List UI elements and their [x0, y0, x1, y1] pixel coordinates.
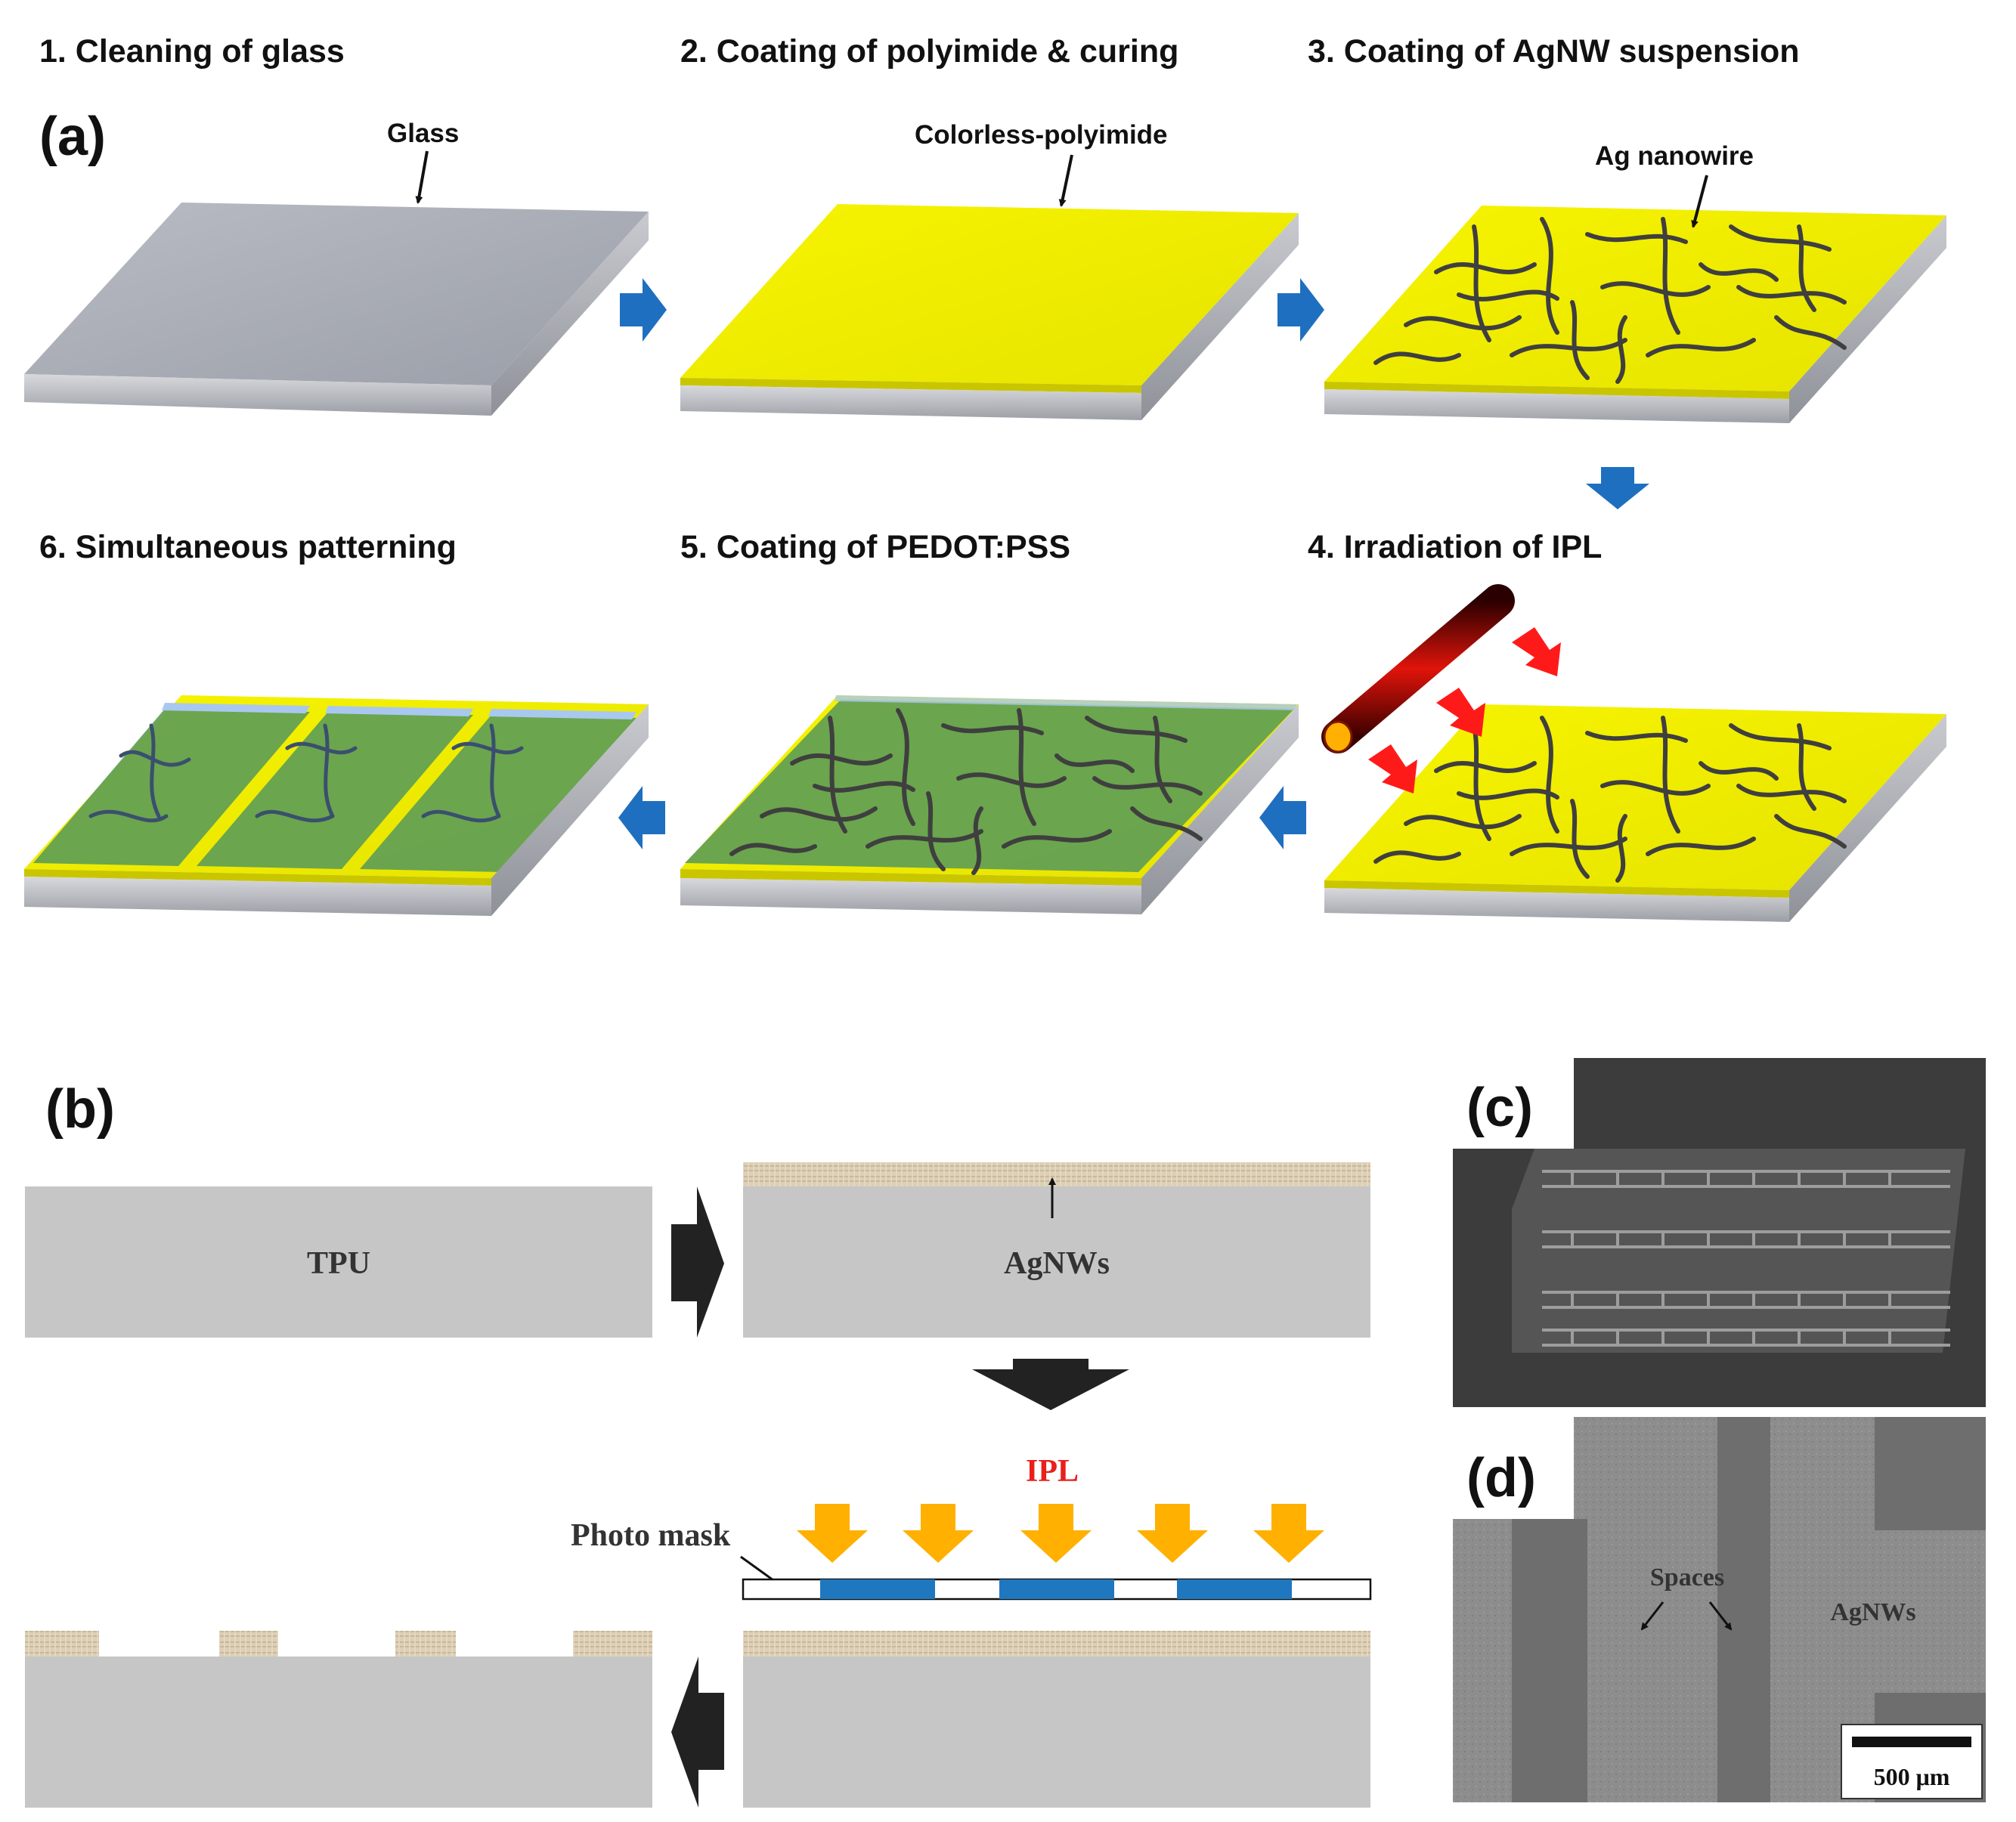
spaces-pointer: [1640, 1601, 1665, 1631]
spaces-label: Spaces: [1650, 1564, 1724, 1592]
ipl-arrows: [797, 1504, 1324, 1563]
tpu-substrate: [743, 1186, 1370, 1338]
photomask-label: Photo mask: [571, 1518, 731, 1553]
nanowire-callout-arrow: [1691, 175, 1708, 228]
polyimide-callout: Colorless-polyimide: [915, 120, 1168, 150]
step-6-title: 6. Simultaneous patterning: [39, 529, 457, 565]
tpu-substrate: [25, 1657, 652, 1808]
panel-b: (b) TPU AgNWs IPL Photo mask: [25, 1079, 1372, 1808]
agnw-slab: [1324, 206, 1946, 423]
flow-arrow-left: [671, 1657, 724, 1808]
photomask: [742, 1578, 1372, 1601]
flow-arrow-right: [671, 1186, 724, 1338]
flow-arrow-5-6: [618, 786, 665, 849]
ipl-red-arrows: [1368, 627, 1561, 793]
sem-agnws-label: AgNWs: [1830, 1598, 1915, 1626]
step-2-title: 2. Coating of polyimide & curing: [680, 33, 1178, 70]
nanowire-network: [1373, 217, 1847, 384]
ipl-arrow: [903, 1504, 974, 1563]
pattern-stripe: [360, 715, 636, 872]
panel-b-letter: (b): [45, 1079, 115, 1140]
flow-arrow-2-3: [1277, 278, 1324, 342]
step-3-title: 3. Coating of AgNW suspension: [1308, 33, 1800, 70]
flow-arrow-down: [972, 1359, 1129, 1410]
nanowire-callout: Ag nanowire: [1595, 141, 1754, 171]
patterned-slab: [24, 695, 649, 916]
panel-c-letter: (c): [1466, 1078, 1533, 1138]
agnw-layer: [743, 1631, 1370, 1657]
agnw-pattern: [573, 1631, 652, 1657]
sensor-array: [1512, 1149, 1965, 1353]
tpu-label: TPU: [307, 1246, 370, 1281]
step-5-title: 5. Coating of PEDOT:PSS: [680, 529, 1070, 565]
ipl-slab: [1324, 704, 1946, 922]
electrode-pattern: [1542, 1170, 1950, 1347]
pedot-slab: [680, 695, 1299, 914]
mask-block: [999, 1579, 1114, 1599]
space-stripe: [1717, 1417, 1770, 1802]
space-stripe: [1512, 1519, 1587, 1802]
tpu-substrate: [25, 1186, 652, 1338]
mask-block: [1177, 1579, 1292, 1599]
agnw-layer: [743, 1162, 1370, 1186]
panel-d-letter: (d): [1466, 1448, 1536, 1508]
ipl-lamp: [1321, 584, 1515, 753]
agnw-pattern: [395, 1631, 456, 1657]
pattern-stripe: [33, 709, 310, 866]
flow-arrow-4-5: [1259, 786, 1306, 849]
flow-arrow-1-2: [620, 278, 667, 342]
panel-a-letter: (a): [39, 107, 106, 167]
panel-d: (d) Spaces AgNWs 500 μm: [1453, 1417, 1986, 1802]
scale-label: 500 μm: [1874, 1763, 1950, 1790]
glass-callout-arrow: [415, 150, 429, 204]
red-arrow: [1512, 627, 1561, 676]
panel-a: (a) 1. Cleaning of glass 2. Coating of p…: [24, 33, 1946, 922]
agnws-label: AgNWs: [1004, 1246, 1110, 1281]
glass-slab: [24, 203, 649, 416]
polyimide-callout-arrow: [1058, 154, 1073, 207]
panel-c: (c): [1453, 1058, 1986, 1407]
space-stripe: [1875, 1417, 1986, 1530]
mask-block: [820, 1579, 935, 1599]
red-arrow: [1436, 688, 1485, 737]
tpu-substrate: [743, 1657, 1370, 1808]
red-arrow: [1368, 744, 1417, 793]
polyimide-slab: [680, 204, 1299, 420]
ipl-arrow: [1020, 1504, 1092, 1563]
ipl-arrow: [1253, 1504, 1324, 1563]
ipl-arrow: [1137, 1504, 1208, 1563]
ipl-arrow: [797, 1504, 868, 1563]
scale-bar: 500 μm: [1841, 1724, 1983, 1799]
flow-arrow-3-4: [1586, 467, 1649, 509]
spaces-pointer: [1708, 1601, 1733, 1631]
pattern-stripe: [197, 712, 473, 869]
agnw-pattern: [25, 1631, 99, 1657]
agnw-pattern: [219, 1631, 278, 1657]
step-4-title: 4. Irradiation of IPL: [1308, 529, 1602, 565]
ipl-label: IPL: [1026, 1454, 1079, 1489]
step-1-title: 1. Cleaning of glass: [39, 33, 345, 70]
glass-callout: Glass: [387, 119, 459, 148]
